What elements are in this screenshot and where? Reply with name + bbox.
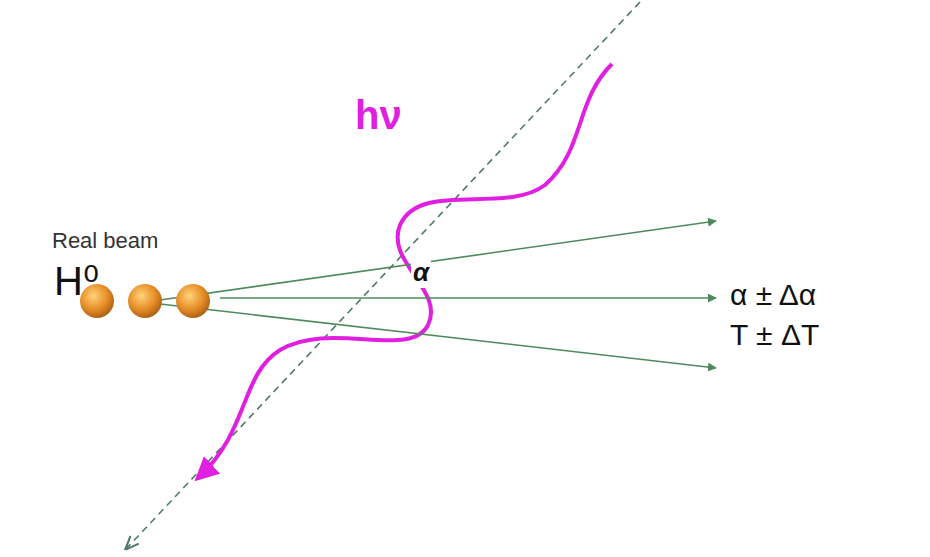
atom — [176, 284, 210, 318]
photon-wave — [198, 64, 612, 478]
beam-label: Real beam — [52, 228, 158, 253]
angle-spread: α ± Δα — [730, 278, 816, 313]
beam-ray — [220, 297, 716, 299]
species-label: H⁰ — [54, 258, 99, 304]
photon-axis — [126, 2, 640, 549]
beam-ray — [160, 221, 716, 300]
beam-ray — [160, 304, 716, 368]
angle-label: α — [411, 258, 431, 288]
atom — [128, 284, 162, 318]
energy-spread: T ± ΔT — [730, 318, 819, 353]
photon-label: hν — [355, 92, 402, 138]
